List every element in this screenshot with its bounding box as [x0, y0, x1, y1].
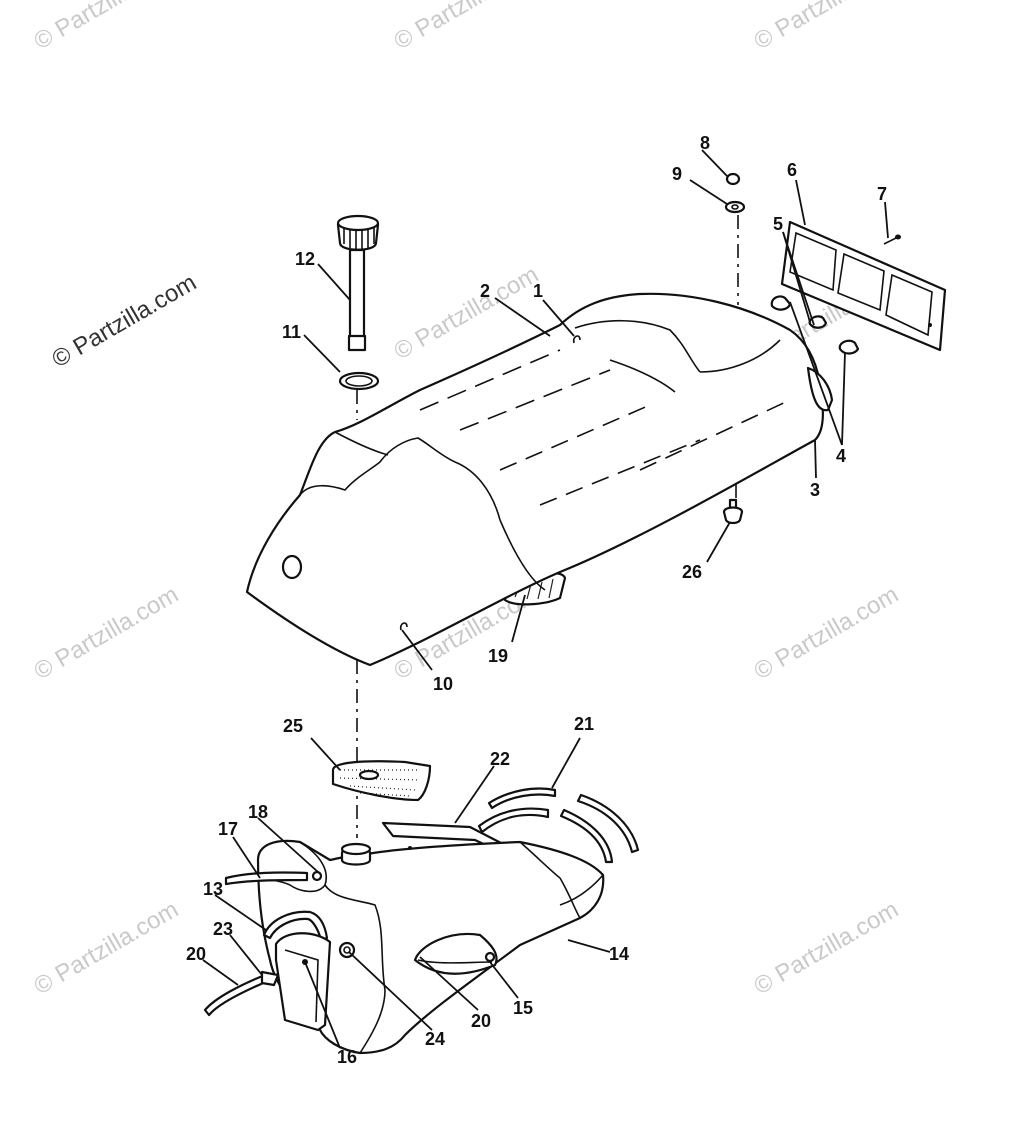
callout-21: 21 — [574, 714, 594, 734]
callout-24: 24 — [425, 1029, 445, 1049]
rubber-pad — [331, 760, 432, 802]
callout-23: 23 — [213, 919, 233, 939]
callout-13: 13 — [203, 879, 223, 899]
watermark: © Partzilla.com — [750, 0, 904, 55]
callout-5: 5 — [773, 214, 783, 234]
callout-1: 1 — [533, 281, 543, 301]
callout-9: 9 — [672, 164, 682, 184]
callout-19: 19 — [488, 646, 508, 666]
grommet — [722, 498, 744, 525]
seat-assembly — [245, 292, 834, 667]
callout-3: 3 — [810, 480, 820, 500]
callout-14: 14 — [609, 944, 629, 964]
callout-22: 22 — [490, 749, 510, 769]
callout-7: 7 — [877, 184, 887, 204]
callout-26: 26 — [682, 562, 702, 582]
watermark: © Partzilla.com — [390, 0, 544, 55]
callout-10: 10 — [433, 674, 453, 694]
fuel-pump-bracket — [274, 932, 332, 1032]
callout-11: 11 — [282, 322, 301, 342]
hoses — [477, 787, 640, 864]
callout-15: 15 — [513, 998, 533, 1018]
filler-cap — [336, 214, 380, 352]
callout-2: 2 — [480, 281, 490, 301]
callout-6: 6 — [787, 160, 797, 180]
washer — [724, 200, 746, 214]
callout-17: 17 — [218, 819, 238, 839]
screw — [883, 234, 901, 245]
callout-labels: 1 2 3 4 5 6 7 8 9 10 11 12 13 14 15 16 1… — [186, 133, 887, 1067]
callout-20-left: 20 — [186, 944, 206, 964]
nut — [725, 172, 741, 186]
watermark: © Partzilla.com — [30, 581, 184, 685]
watermark-prominent: © Partzilla.com — [48, 269, 202, 373]
watermark: © Partzilla.com — [30, 0, 184, 55]
callout-20-right: 20 — [471, 1011, 491, 1031]
callout-8: 8 — [700, 133, 710, 153]
callout-18: 18 — [248, 802, 268, 822]
watermark: © Partzilla.com — [750, 581, 904, 685]
callout-12: 12 — [295, 249, 315, 269]
leader-lines — [202, 149, 889, 1049]
o-ring — [338, 371, 380, 391]
callout-4: 4 — [836, 446, 846, 466]
watermark: © Partzilla.com — [30, 896, 184, 1000]
callout-16: 16 — [337, 1047, 357, 1067]
callout-25: 25 — [283, 716, 303, 736]
fuel-line — [203, 970, 280, 1017]
watermark: © Partzilla.com — [750, 896, 904, 1000]
